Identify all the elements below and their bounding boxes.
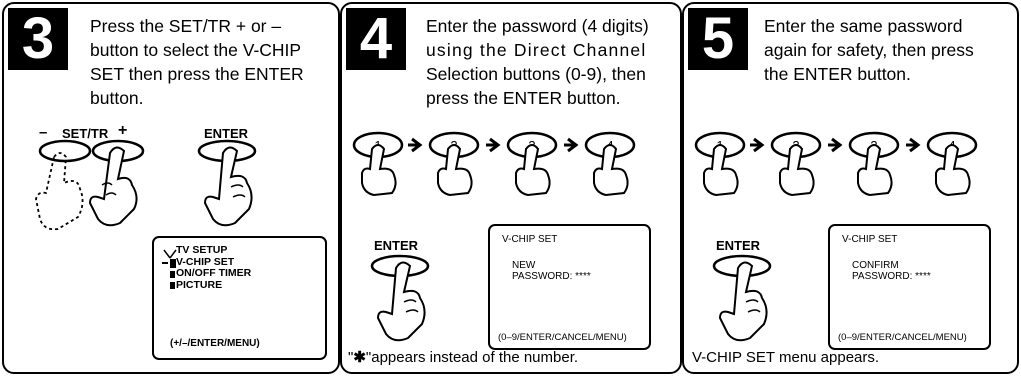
arrow-right-icon [486,137,501,153]
asterisk-icon: ✱ [353,349,366,366]
instruction-line: Selection buttons (0-9), then [426,64,646,84]
screen-line-new: NEW [512,260,536,271]
arrow-right-icon [906,137,921,153]
step-number: 4 [346,8,406,70]
screen-line-confirm: CONFIRM [852,260,899,271]
note-quote: " [348,349,354,366]
digit-button-4[interactable]: 4 [926,131,978,197]
digit-buttons-sequence: 1 2 3 4 [352,131,636,197]
tv-menu-screen: TV SETUP V-CHIP SET ON/OFF TIMER PICTURE… [152,236,327,360]
step-3-panel: 3 Press the SET/TR + or – button to sele… [2,2,340,374]
settr-plus-label: + [118,122,128,139]
step-number: 3 [8,8,68,70]
digit-button-2[interactable]: 2 [428,131,480,197]
enter-button-hand-illustration [712,254,772,342]
arrow-right-icon [750,137,765,153]
step-4-panel: 4 Enter the password (4 digits) using th… [340,2,682,374]
password-field[interactable]: PASSWORD: **** [852,271,931,282]
note-text: "appears instead of the number. [365,349,579,366]
digit-button-3[interactable]: 3 [506,131,558,197]
arrow-right-icon [828,137,843,153]
step-5-panel: 5 Enter the same password again for safe… [682,2,1019,374]
enter-button-hand-illustration [197,139,257,227]
arrow-right-icon [408,137,423,153]
screen-footer: (0–9/ENTER/CANCEL/MENU) [498,332,627,343]
enter-button-hand-illustration [370,254,430,342]
enter-label: ENTER [716,238,761,253]
instruction-line: the ENTER button. [764,64,911,84]
menu-item-tv-setup[interactable]: TV SETUP [176,244,228,256]
menu-cursor-icon [162,249,177,289]
step-number: 5 [688,8,748,70]
step-instructions: Press the SET/TR + or – button to select… [90,14,338,110]
password-field[interactable]: PASSWORD: **** [512,271,591,282]
instruction-line: press the ENTER button. [426,88,621,108]
instruction-line: again for safety, then press [764,40,974,60]
menu-list: TV SETUP V-CHIP SET ON/OFF TIMER PICTURE [176,244,252,291]
instruction-line: button to select the V-CHIP [90,40,302,60]
confirm-password-screen: V-CHIP SET CONFIRM PASSWORD: **** (0–9/E… [828,224,991,350]
enter-label: ENTER [374,238,419,253]
instruction-line: Enter the same password [764,16,963,36]
digit-button-1[interactable]: 1 [352,131,404,197]
digit-button-1[interactable]: 1 [694,131,746,197]
settr-buttons-hand-illustration [35,139,145,231]
step-note: V-CHIP SET menu appears. [692,349,880,366]
instruction-line: Enter the password (4 digits) [426,16,649,36]
screen-title: V-CHIP SET [502,234,558,245]
menu-item-vchip-set[interactable]: V-CHIP SET [176,255,235,268]
step-note: "✱"appears instead of the number. [348,348,578,366]
settr-minus-button[interactable] [38,139,92,163]
instruction-line: button. [90,88,144,108]
instruction-line: SET then press the ENTER [90,64,304,84]
menu-item-onoff-timer[interactable]: ON/OFF TIMER [176,267,252,279]
digit-button-4[interactable]: 4 [584,131,636,197]
settr-label: SET/TR [62,126,109,141]
menu-item-picture[interactable]: PICTURE [176,278,223,291]
step-instructions: Enter the password (4 digits) using the … [426,14,678,110]
digit-button-2[interactable]: 2 [770,131,822,197]
digit-buttons-sequence: 1 2 3 4 [694,131,978,197]
password-screen: V-CHIP SET NEW PASSWORD: **** (0–9/ENTER… [488,224,651,350]
digit-button-3[interactable]: 3 [848,131,900,197]
menu-footer: (+/–/ENTER/MENU) [170,338,260,349]
screen-title: V-CHIP SET [842,234,898,245]
enter-label: ENTER [204,126,249,141]
instruction-line: using the Direct Channel [426,40,647,60]
screen-footer: (0–9/ENTER/CANCEL/MENU) [838,332,967,343]
step-instructions: Enter the same password again for safety… [764,14,1016,86]
settr-minus-label: – [39,124,48,141]
arrow-right-icon [564,137,579,153]
instruction-line: Press the SET/TR + or – [90,16,282,36]
